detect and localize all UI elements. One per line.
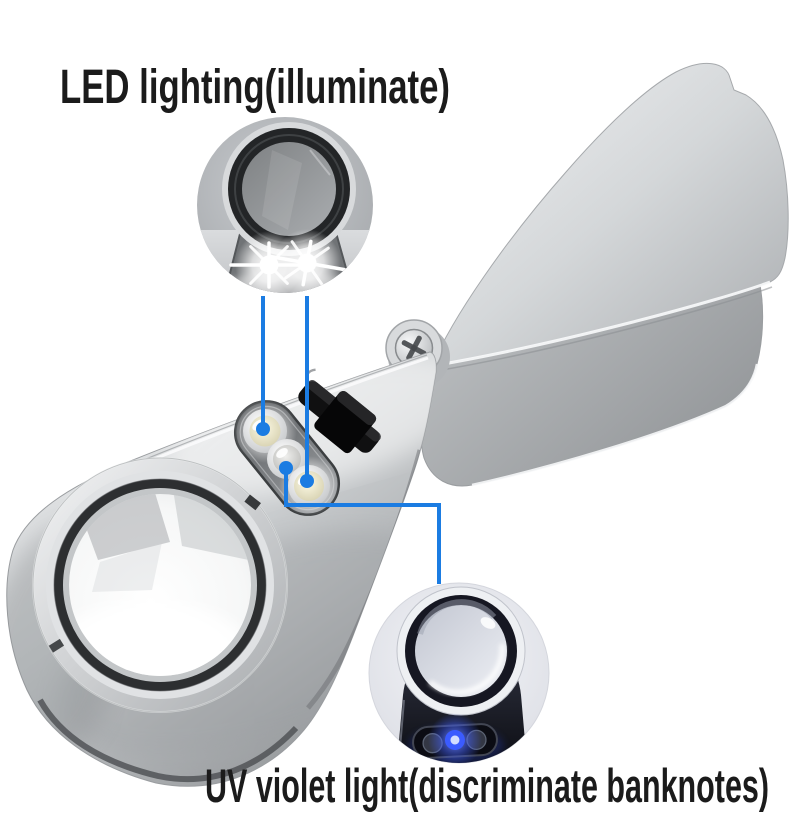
uv-led-array	[412, 713, 498, 763]
body-under-edge	[37, 698, 299, 783]
flap-seam-shadow	[435, 286, 773, 372]
magnifier-lens	[32, 457, 288, 713]
phillips-screw-icon	[401, 335, 427, 361]
uv-closeup-inset	[368, 582, 550, 764]
callouts	[256, 296, 441, 584]
callout-dot-led-1	[256, 422, 270, 436]
back-flap-rim-highlight	[471, 363, 759, 487]
front-cover-flap	[431, 62, 789, 372]
inset-lens-glass	[242, 142, 336, 236]
body-top-bevel	[131, 356, 429, 470]
inset-uv-glass	[415, 605, 507, 697]
caption-led-lighting: LED lighting(illuminate)	[60, 61, 450, 114]
callout-dot-led-2	[300, 474, 314, 488]
caption-uv-light: UV violet light(discriminate banknotes)	[205, 759, 769, 812]
loupe-body	[6, 351, 437, 787]
power-switch	[298, 368, 381, 454]
bezel-clip-tab	[244, 494, 261, 511]
body-top-rim	[130, 354, 428, 466]
led-closeup-inset	[197, 117, 373, 293]
led-starburst-icon	[267, 229, 347, 293]
callout-dot-uv	[279, 461, 293, 475]
bezel-clip-tab	[48, 638, 65, 653]
front-flap-edge-highlight	[431, 280, 771, 368]
callout-line-uv	[284, 472, 441, 584]
